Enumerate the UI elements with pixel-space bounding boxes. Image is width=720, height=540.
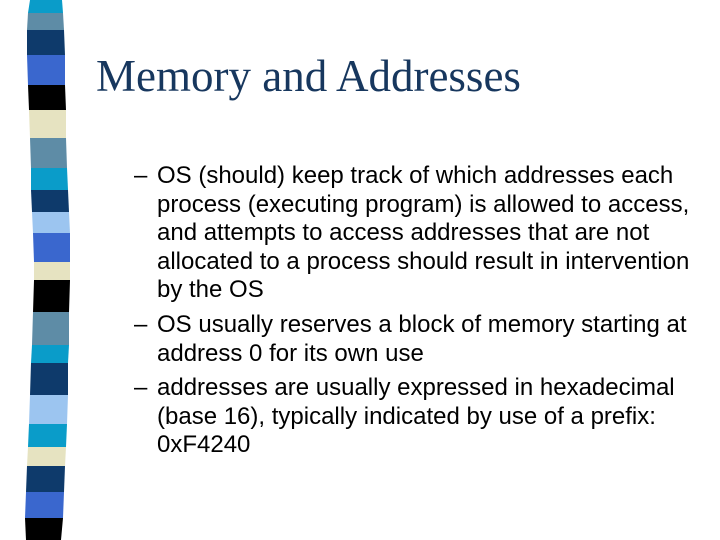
decorative-stripe xyxy=(25,0,70,540)
bullet-line: by the OS xyxy=(157,276,264,304)
bullet-text: addresses are usually expressed in hexad… xyxy=(157,374,712,460)
stripe-block xyxy=(31,190,69,212)
stripe-block xyxy=(28,85,66,110)
stripe-block xyxy=(29,395,68,424)
bullet-line: and attempts to access addresses that ar… xyxy=(157,219,650,247)
stripe-block xyxy=(25,518,63,540)
stripe-block xyxy=(28,424,67,447)
bullet-line: OS (should) keep track of which addresse… xyxy=(157,162,674,189)
bullet-marker: – xyxy=(134,162,148,189)
bullet-item: –OS usually reserves a block of memory s… xyxy=(134,311,712,368)
stripe-block xyxy=(29,110,66,138)
stripe-block xyxy=(32,212,70,233)
bullet-marker: – xyxy=(134,310,148,338)
stripe-block xyxy=(30,363,68,395)
stripe-block xyxy=(31,168,68,190)
bullet-line: allocated to a process should result in … xyxy=(157,247,690,275)
bullet-marker: – xyxy=(134,374,148,402)
bullet-list: –OS (should) keep track of which address… xyxy=(134,162,712,466)
stripe-block xyxy=(34,262,70,280)
bullet-line: 0xF4240 xyxy=(157,431,251,459)
bullet-line: addresses are usually expressed in hexad… xyxy=(157,374,675,402)
stripe-block xyxy=(33,233,70,262)
stripe-block xyxy=(28,0,63,13)
stripe-block xyxy=(32,312,69,345)
bullet-text: OS (should) keep track of which addresse… xyxy=(157,162,712,305)
bullet-line: process (executing program) is allowed t… xyxy=(157,190,690,218)
stripe-block xyxy=(27,30,65,55)
stripe-block xyxy=(27,447,66,466)
stripe-block xyxy=(33,280,70,312)
stripe-block xyxy=(25,492,64,518)
stripe-block xyxy=(31,345,69,363)
stripe-block xyxy=(30,138,67,168)
bullet-text: OS usually reserves a block of memory st… xyxy=(157,311,712,368)
slide-title: Memory and Addresses xyxy=(96,51,521,101)
bullet-line: address 0 for its own use xyxy=(157,339,424,367)
bullet-line: (base 16), typically indicated by use of… xyxy=(157,402,656,430)
stripe-block xyxy=(27,55,65,85)
bullet-item: –addresses are usually expressed in hexa… xyxy=(134,374,712,460)
bullet-item: –OS (should) keep track of which address… xyxy=(134,162,712,305)
stripe-block xyxy=(27,13,64,30)
bullet-line: OS usually reserves a block of memory st… xyxy=(157,310,687,338)
stripe-block xyxy=(26,466,65,492)
